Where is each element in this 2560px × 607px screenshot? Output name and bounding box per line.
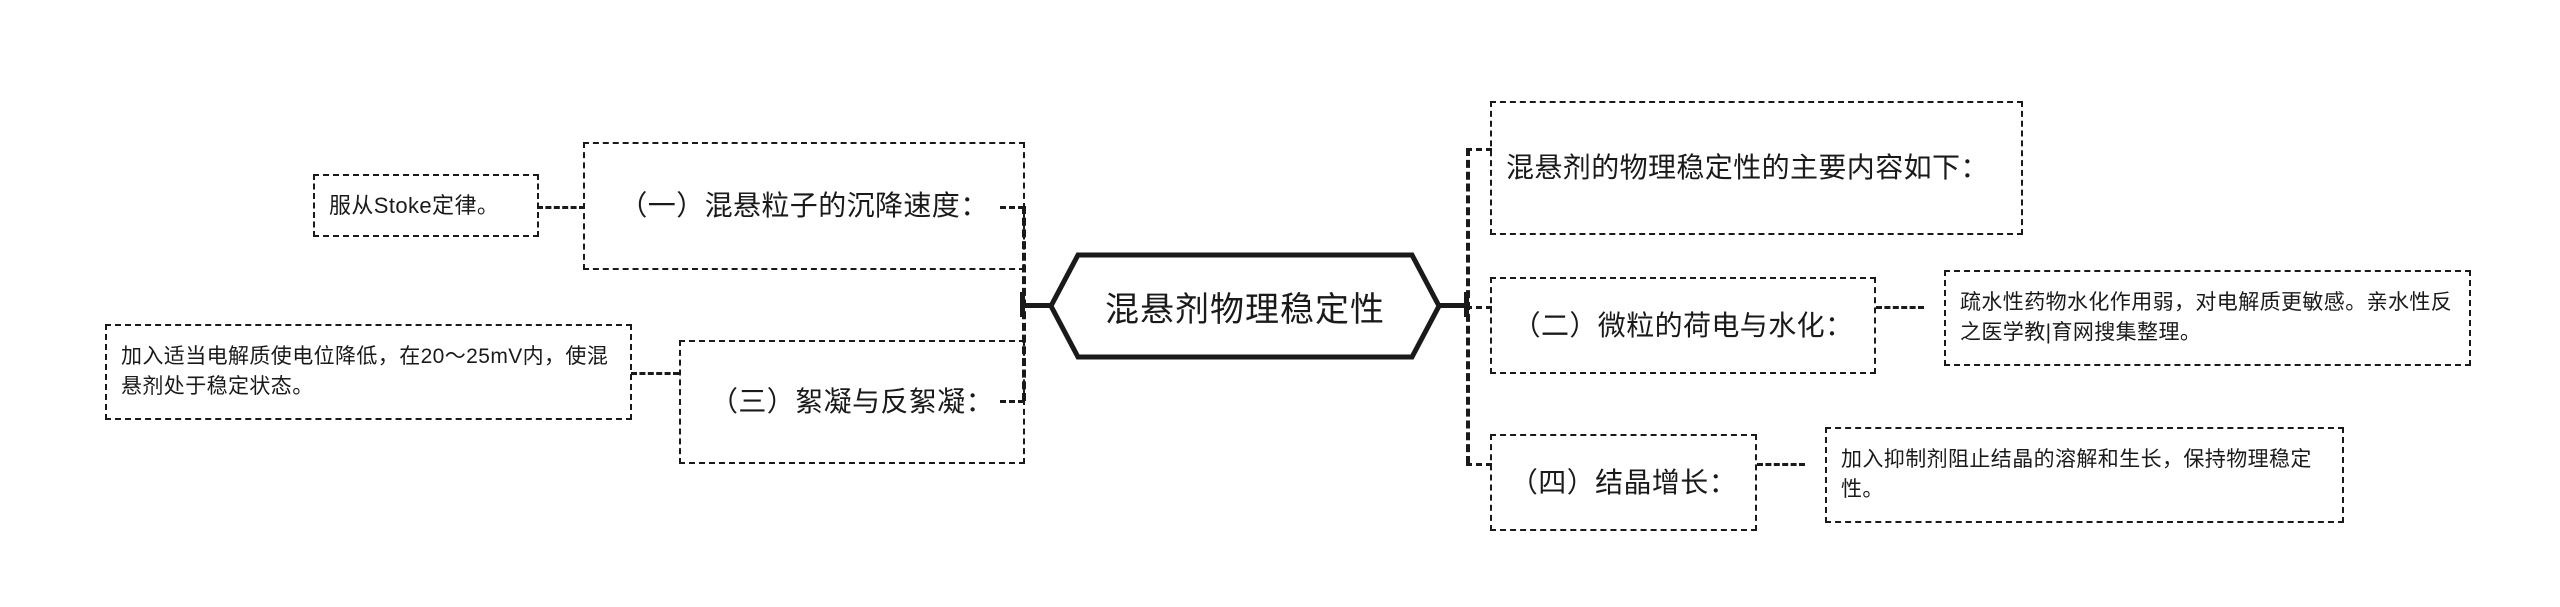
- root-node-label: 混悬剂物理稳定性: [1105, 290, 1385, 329]
- leaf-node-electrolyte-label: 加入适当电解质使电位降低，在20～25mV内，使混悬剂处于稳定状态。: [121, 345, 609, 398]
- topic-node-charge-hydration-label: （二）微粒的荷电与水化：: [1512, 309, 1854, 341]
- right-branch-intro-connector: [1466, 148, 1492, 151]
- topic-node-intro[interactable]: 混悬剂的物理稳定性的主要内容如下：: [1490, 101, 2023, 235]
- leaf-node-hydrophobic[interactable]: 疏水性药物水化作用弱，对电解质更敏感。亲水性反之医学教|育网搜集整理。: [1944, 270, 2471, 366]
- leaf-node-inhibitor[interactable]: 加入抑制剂阻止结晶的溶解和生长，保持物理稳定性。: [1825, 427, 2344, 523]
- root-node-hexagon-shape: [1048, 252, 1442, 360]
- root-left-stub: [1022, 303, 1052, 308]
- topic-node-crystal-growth[interactable]: （四）结晶增长：: [1490, 434, 1757, 531]
- left-leaf-3-connector: [631, 372, 679, 375]
- leaf-node-stoke-law-label: 服从Stoke定律。: [329, 192, 500, 218]
- left-leaf-1-connector: [537, 206, 585, 209]
- right-branch-2-connector: [1466, 306, 1492, 309]
- left-trunk: [1022, 206, 1026, 401]
- leaf-node-inhibitor-label: 加入抑制剂阻止结晶的溶解和生长，保持物理稳定性。: [1841, 448, 2312, 501]
- root-node[interactable]: 混悬剂物理稳定性: [1048, 252, 1442, 360]
- topic-node-crystal-growth-label: （四）结晶增长：: [1509, 466, 1738, 498]
- topic-node-flocculation[interactable]: （三）絮凝与反絮凝：: [679, 340, 1025, 464]
- topic-node-sedimentation-rate[interactable]: （一）混悬粒子的沉降速度：: [583, 142, 1025, 270]
- topic-node-charge-hydration[interactable]: （二）微粒的荷电与水化：: [1490, 277, 1876, 374]
- leaf-node-electrolyte[interactable]: 加入适当电解质使电位降低，在20～25mV内，使混悬剂处于稳定状态。: [105, 324, 632, 420]
- root-right-stub: [1438, 303, 1468, 308]
- topic-node-sedimentation-rate-label: （一）混悬粒子的沉降速度：: [619, 190, 989, 222]
- right-leaf-2-connector: [1876, 306, 1924, 309]
- leaf-node-stoke-law[interactable]: 服从Stoke定律。: [313, 174, 539, 237]
- topic-node-intro-label: 混悬剂的物理稳定性的主要内容如下：: [1506, 152, 1989, 184]
- leaf-node-hydrophobic-label: 疏水性药物水化作用弱，对电解质更敏感。亲水性反之医学教|育网搜集整理。: [1960, 291, 2453, 344]
- left-branch-3-connector: [1000, 400, 1024, 403]
- right-leaf-4-connector: [1757, 463, 1805, 466]
- left-branch-1-connector: [1000, 206, 1024, 209]
- topic-node-flocculation-label: （三）絮凝与反絮凝：: [709, 386, 994, 418]
- right-branch-4-connector: [1466, 463, 1492, 466]
